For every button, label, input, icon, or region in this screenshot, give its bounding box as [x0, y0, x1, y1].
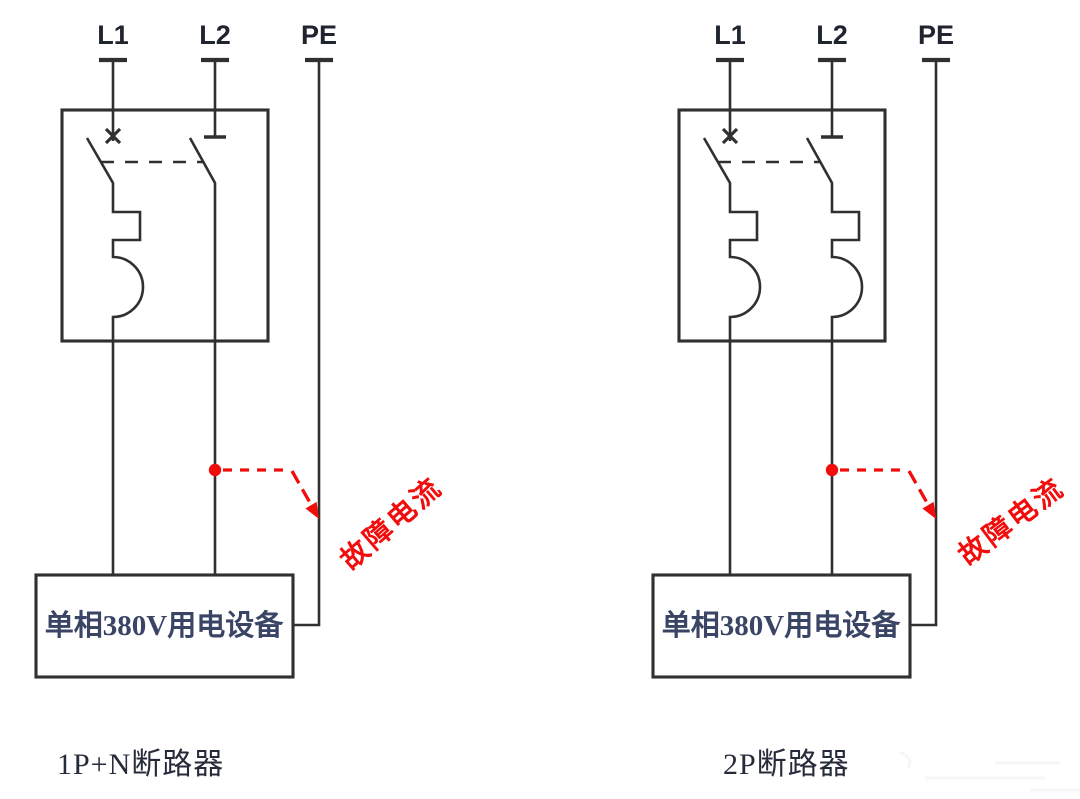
watermark-remnant — [899, 750, 1080, 792]
load-box-label: 单相380V用电设备 — [45, 609, 284, 642]
breaker-box — [60, 108, 270, 343]
diagram-2p: L1 L2 PE 单相380V用电设备 — [651, 20, 1071, 781]
caption-2p: 2P断路器 — [723, 748, 850, 781]
terminal-label-l1: L1 — [714, 20, 746, 50]
terminal-label-l2: L2 — [816, 20, 848, 50]
load-box-label: 单相380V用电设备 — [662, 609, 901, 642]
terminal-label-l2: L2 — [199, 20, 231, 50]
fault-dot — [825, 463, 839, 477]
terminal-label-pe: PE — [918, 20, 954, 50]
terminal-label-pe: PE — [301, 20, 337, 50]
fault-arrowhead-icon — [305, 501, 319, 519]
fault-current-label: 故障电流 — [334, 470, 449, 576]
fault-arrow-line — [907, 470, 932, 509]
fault-arrowhead-icon — [922, 501, 936, 519]
load-box — [651, 573, 912, 679]
fault-current-annotation: 故障电流 — [208, 463, 449, 576]
fault-current-annotation: 故障电流 — [825, 463, 1071, 572]
wire-pe — [910, 60, 938, 627]
pole-l2-protected — [805, 137, 864, 575]
fault-current-label: 故障电流 — [952, 471, 1071, 572]
pole-l1-protected — [702, 137, 762, 575]
pole-l1-protected — [85, 137, 145, 575]
caption-1p-n: 1P+N断路器 — [57, 748, 224, 781]
fault-dot — [208, 463, 222, 477]
load-box — [34, 573, 295, 679]
terminal-label-l1: L1 — [97, 20, 129, 50]
contact-cross-icon — [721, 127, 739, 145]
pole-l2-plain — [188, 137, 217, 575]
wire-pe — [293, 60, 321, 627]
diagram-1p-n: L1 L2 PE 单相380V用电设备 — [34, 20, 449, 781]
fault-arrow-line — [290, 470, 315, 509]
contact-cross-icon — [104, 127, 122, 145]
breaker-box — [677, 108, 887, 343]
